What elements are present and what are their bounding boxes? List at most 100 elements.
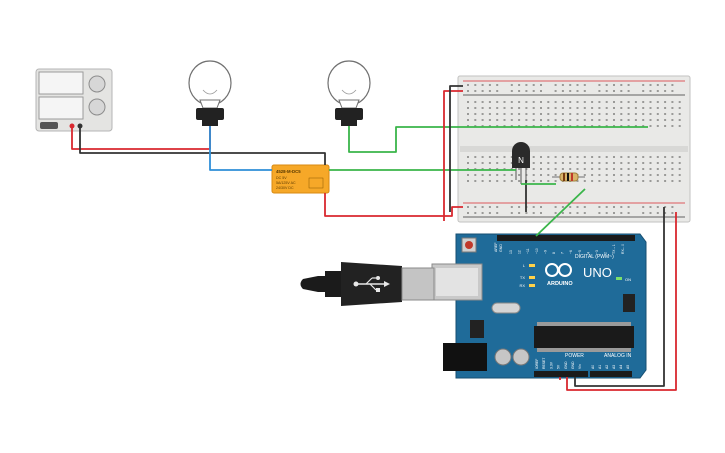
breadboard-hole[interactable]: [583, 125, 586, 127]
breadboard-rail-hole[interactable]: [671, 206, 674, 208]
breadboard-rail-hole[interactable]: [569, 212, 572, 214]
breadboard-hole[interactable]: [474, 174, 477, 176]
breadboard-hole[interactable]: [671, 107, 674, 109]
breadboard-rail-hole[interactable]: [496, 84, 499, 86]
breadboard-hole[interactable]: [591, 101, 594, 103]
breadboard-hole[interactable]: [496, 174, 499, 176]
breadboard-hole[interactable]: [518, 174, 521, 176]
breadboard-hole[interactable]: [649, 113, 652, 115]
breadboard-hole[interactable]: [525, 113, 528, 115]
breadboard-hole[interactable]: [613, 174, 615, 176]
breadboard-hole[interactable]: [569, 107, 572, 109]
breadboard-rail-hole[interactable]: [532, 90, 535, 92]
breadboard-hole[interactable]: [518, 113, 521, 115]
breadboard-hole[interactable]: [613, 101, 615, 103]
breadboard-hole[interactable]: [591, 125, 594, 127]
breadboard-hole[interactable]: [649, 125, 652, 127]
breadboard-rail-hole[interactable]: [620, 212, 623, 214]
breadboard-hole[interactable]: [547, 101, 550, 103]
breadboard-hole[interactable]: [503, 162, 506, 164]
breadboard-hole[interactable]: [671, 174, 674, 176]
breadboard-hole[interactable]: [613, 125, 615, 127]
breadboard-hole[interactable]: [532, 156, 535, 158]
breadboard-rail-hole[interactable]: [583, 206, 586, 208]
breadboard-hole[interactable]: [561, 156, 564, 158]
breadboard-hole[interactable]: [649, 162, 652, 164]
breadboard-rail-hole[interactable]: [488, 84, 491, 86]
breadboard-hole[interactable]: [503, 174, 506, 176]
breadboard-hole[interactable]: [467, 162, 469, 164]
breadboard-rail-hole[interactable]: [540, 90, 542, 92]
breadboard-hole[interactable]: [605, 156, 608, 158]
breadboard-hole[interactable]: [488, 156, 491, 158]
breadboard-rail-hole[interactable]: [540, 84, 542, 86]
breadboard-hole[interactable]: [649, 119, 652, 121]
breadboard-hole[interactable]: [510, 125, 513, 127]
breadboard-hole[interactable]: [467, 180, 469, 182]
breadboard-hole[interactable]: [481, 156, 484, 158]
breadboard-hole[interactable]: [613, 113, 615, 115]
breadboard-hole[interactable]: [627, 119, 630, 121]
breadboard-hole[interactable]: [576, 162, 579, 164]
analog-header[interactable]: [590, 371, 632, 377]
breadboard-rail-hole[interactable]: [598, 84, 601, 86]
breadboard-hole[interactable]: [496, 156, 499, 158]
breadboard-hole[interactable]: [576, 101, 579, 103]
breadboard-hole[interactable]: [634, 180, 637, 182]
breadboard-rail-hole[interactable]: [518, 212, 521, 214]
breadboard-hole[interactable]: [547, 119, 550, 121]
breadboard-rail-hole[interactable]: [620, 90, 623, 92]
breadboard-hole[interactable]: [576, 119, 579, 121]
breadboard-hole[interactable]: [467, 119, 469, 121]
breadboard-hole[interactable]: [649, 101, 652, 103]
breadboard-rail-hole[interactable]: [627, 206, 630, 208]
breadboard-rail-hole[interactable]: [620, 206, 623, 208]
breadboard-rail-hole[interactable]: [671, 84, 674, 86]
breadboard-rail-hole[interactable]: [664, 206, 667, 208]
breadboard-rail-hole[interactable]: [554, 90, 557, 92]
breadboard-hole[interactable]: [532, 168, 535, 170]
light-bulb-2[interactable]: [327, 60, 371, 126]
breadboard-hole[interactable]: [532, 107, 535, 109]
breadboard-rail-hole[interactable]: [510, 212, 513, 214]
breadboard-hole[interactable]: [664, 101, 667, 103]
breadboard-hole[interactable]: [561, 162, 564, 164]
breadboard-hole[interactable]: [620, 162, 623, 164]
breadboard-hole[interactable]: [591, 107, 594, 109]
breadboard-hole[interactable]: [481, 162, 484, 164]
power-supply[interactable]: [35, 68, 113, 132]
breadboard-hole[interactable]: [569, 156, 572, 158]
breadboard-hole[interactable]: [540, 113, 542, 115]
breadboard-hole[interactable]: [642, 174, 645, 176]
breadboard-hole[interactable]: [474, 180, 477, 182]
breadboard-hole[interactable]: [605, 168, 608, 170]
breadboard-rail-hole[interactable]: [649, 84, 652, 86]
breadboard-hole[interactable]: [576, 113, 579, 115]
breadboard-hole[interactable]: [481, 168, 484, 170]
breadboard-hole[interactable]: [474, 113, 477, 115]
breadboard-hole[interactable]: [561, 125, 564, 127]
breadboard-hole[interactable]: [532, 119, 535, 121]
breadboard-hole[interactable]: [576, 107, 579, 109]
breadboard-rail-hole[interactable]: [481, 212, 484, 214]
breadboard-hole[interactable]: [525, 125, 528, 127]
breadboard-hole[interactable]: [547, 174, 550, 176]
breadboard-hole[interactable]: [488, 125, 491, 127]
breadboard-rail-hole[interactable]: [583, 90, 586, 92]
breadboard-hole[interactable]: [620, 156, 623, 158]
breadboard-hole[interactable]: [481, 174, 484, 176]
breadboard-hole[interactable]: [510, 119, 513, 121]
breadboard-hole[interactable]: [540, 101, 542, 103]
breadboard-rail-hole[interactable]: [525, 90, 528, 92]
breadboard-hole[interactable]: [496, 125, 499, 127]
breadboard-hole[interactable]: [467, 107, 469, 109]
breadboard-hole[interactable]: [496, 119, 499, 121]
breadboard-hole[interactable]: [481, 180, 484, 182]
breadboard-hole[interactable]: [481, 113, 484, 115]
breadboard-hole[interactable]: [496, 180, 499, 182]
breadboard-rail-hole[interactable]: [569, 90, 572, 92]
breadboard-hole[interactable]: [554, 125, 557, 127]
breadboard-hole[interactable]: [496, 168, 499, 170]
breadboard-hole[interactable]: [554, 119, 557, 121]
breadboard-rail-hole[interactable]: [642, 212, 645, 214]
